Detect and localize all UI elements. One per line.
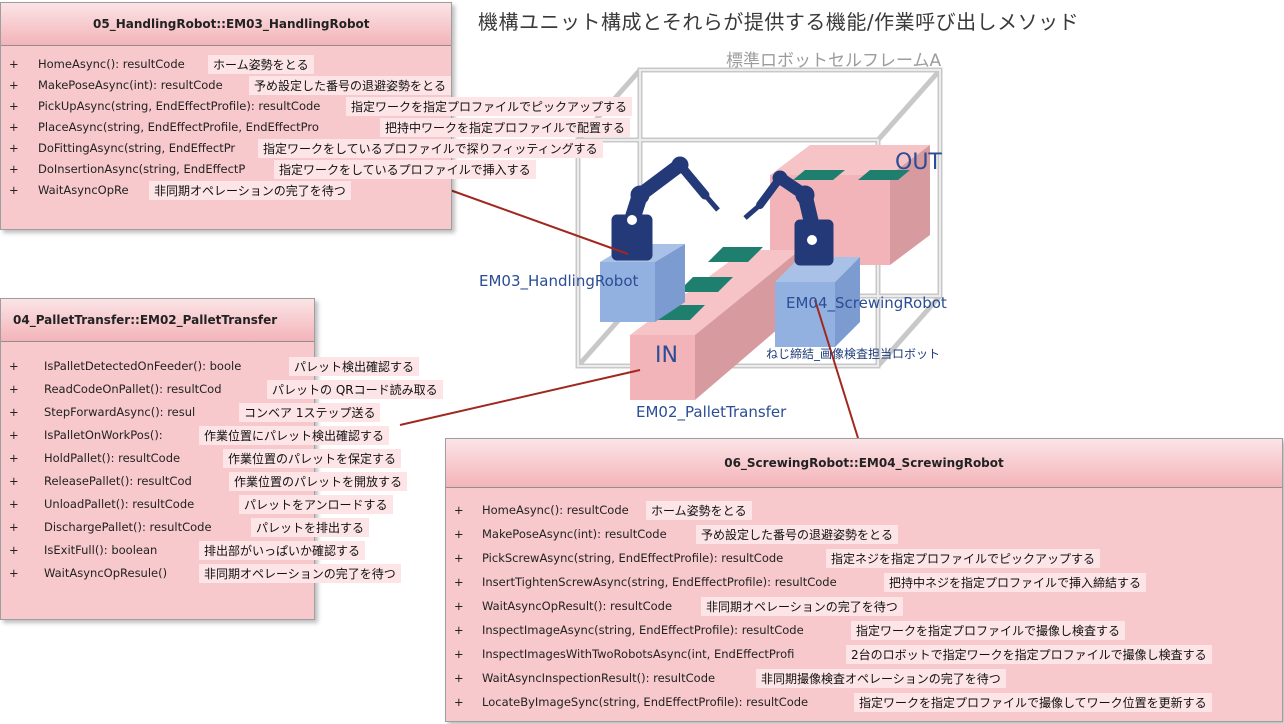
method-note: パレットの QRコード読み取る	[267, 380, 443, 399]
screwing-robot-arm	[743, 170, 834, 266]
class-header: 06_ScrewingRobot::EM04_ScrewingRobot	[446, 439, 1282, 488]
method-note: 把持中ネジを指定プロファイルで挿入締結する	[884, 573, 1147, 592]
connector-lines	[399, 189, 859, 439]
method-note: 作業位置にパレット検出確認する	[199, 426, 390, 445]
pallet-transfer-class-box: 04_PalletTransfer::EM02_PalletTransfer +…	[0, 298, 443, 620]
screwing-robot-label: EM04_ScrewingRobot	[786, 294, 947, 312]
method-note: 指定ワークを指定プロファイルで撮像してワーク位置を更新する	[854, 693, 1212, 712]
method-note: パレットを排出する	[251, 518, 370, 537]
class-title: 05_HandlingRobot::EM03_HandlingRobot	[93, 17, 370, 31]
method-note: 指定ワークをしているプロファイルで挿入する	[274, 160, 536, 179]
handling-robot-arm	[611, 156, 720, 261]
method-note: 非同期オペレーションの完了を待つ	[701, 597, 903, 616]
handling-robot-label: EM03_HandlingRobot	[479, 272, 639, 290]
method-note: 指定ワークを指定プロファイルで撮像し検査する	[851, 621, 1126, 640]
class-title: 06_ScrewingRobot::EM04_ScrewingRobot	[724, 456, 1004, 470]
method-note: 作業位置のパレットを保定する	[223, 449, 402, 468]
in-label: IN	[655, 343, 678, 368]
diagram-title: 機構ユニット構成とそれらが提供する機能/作業呼び出しメソッド	[478, 10, 1080, 34]
method-note: 予め設定した番号の退避姿勢をとる	[696, 525, 899, 544]
method-note: 指定ネジを指定プロファイルでピックアップする	[826, 549, 1101, 568]
method-note: パレット検出確認する	[289, 357, 420, 376]
pallet	[708, 247, 763, 262]
method-note: 指定ワークを指定プロファイルでピックアップする	[346, 97, 633, 116]
out-label: OUT	[895, 150, 942, 175]
method-row: +InspectImageAsync(string, EndEffectProf…	[446, 620, 1282, 640]
class-title: 04_PalletTransfer::EM02_PalletTransfer	[13, 313, 278, 327]
method-note: 予め設定した番号の退避姿勢をとる	[249, 76, 452, 95]
method-note: 非同期撮像検査オペレーションの完了を待つ	[756, 669, 1006, 688]
method-note: コンベア 1ステップ送る	[239, 403, 381, 422]
method-row: +InsertTightenScrewAsync(string, EndEffe…	[446, 572, 1282, 592]
method-note: パレットをアンロードする	[239, 495, 393, 514]
method-row: +WaitAsyncOpResule()非同期オペレーションの完了を待つ	[1, 563, 401, 583]
method-note: ホーム姿勢をとる	[646, 501, 752, 520]
pallet	[793, 170, 845, 180]
frame-label: 標準ロボットセルフレームA	[726, 51, 942, 71]
method-row: +LocateByImageSync(string, EndEffectProf…	[446, 692, 1282, 712]
method-note: 排出部がいっぱいか確認する	[199, 541, 366, 560]
class-header: 04_PalletTransfer::EM02_PalletTransfer	[1, 299, 314, 342]
class-header: 05_HandlingRobot::EM03_HandlingRobot	[1, 3, 451, 46]
method-note: ホーム姿勢をとる	[208, 55, 314, 74]
screwing-robot-base	[775, 257, 860, 347]
method-row: +WaitAsyncInspectionResult(): resultCode…	[446, 668, 1282, 688]
method-note: 2台のロボットで指定ワークを指定プロファイルで撮像し検査する	[846, 645, 1212, 664]
method-row: +InspectImagesWithTwoRobotsAsync(int, En…	[446, 644, 1282, 664]
method-row: +PickUpAsync(string, EndEffectProfile): …	[1, 96, 633, 116]
pallet-transfer-label: EM02_PalletTransfer	[636, 403, 787, 421]
method-row: +IsPalletOnWorkPos():作業位置にパレット検出確認する	[1, 425, 390, 445]
method-row: +PlaceAsync(string, EndEffectProfile, En…	[1, 117, 631, 137]
screwing-robot-class-box: 06_ScrewingRobot::EM04_ScrewingRobot +Ho…	[445, 438, 1283, 722]
pallet	[858, 170, 910, 180]
handling-robot-class-box: 05_HandlingRobot::EM03_HandlingRobot +Ho…	[0, 2, 633, 230]
method-note: 指定ワークをしているプロファイルで探りフィッティングする	[258, 139, 603, 158]
method-note: 非同期オペレーションの完了を待つ	[199, 564, 401, 583]
screwing-robot-caption: ねじ締結_画像検査担当ロボット	[766, 347, 941, 361]
method-row: +PickScrewAsync(string, EndEffectProfile…	[446, 548, 1282, 568]
method-note: 作業位置のパレットを開放する	[229, 472, 408, 491]
pallet	[678, 277, 733, 292]
method-note: 把持中ワークを指定プロファイルで配置する	[380, 118, 631, 137]
method-note: 非同期オペレーションの完了を待つ	[149, 181, 351, 200]
